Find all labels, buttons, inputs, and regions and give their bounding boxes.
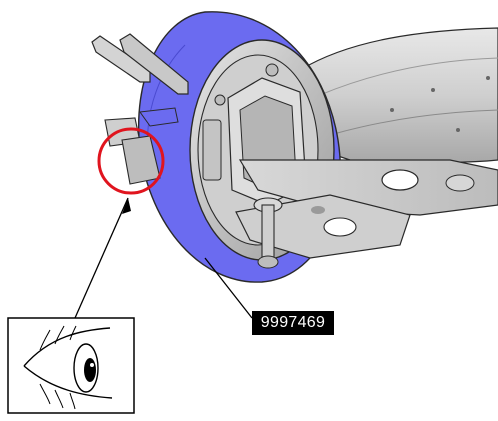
part-number-label: 9997469	[252, 311, 334, 335]
eye-inset	[7, 317, 135, 414]
inspection-circle	[97, 127, 165, 195]
view-direction-arrow	[74, 197, 131, 319]
eye-icon	[23, 325, 113, 410]
part-label-leader	[204, 257, 253, 319]
mounting-plate	[235, 159, 498, 259]
clamp-tabs	[91, 33, 189, 185]
stud-bolt	[253, 197, 283, 269]
